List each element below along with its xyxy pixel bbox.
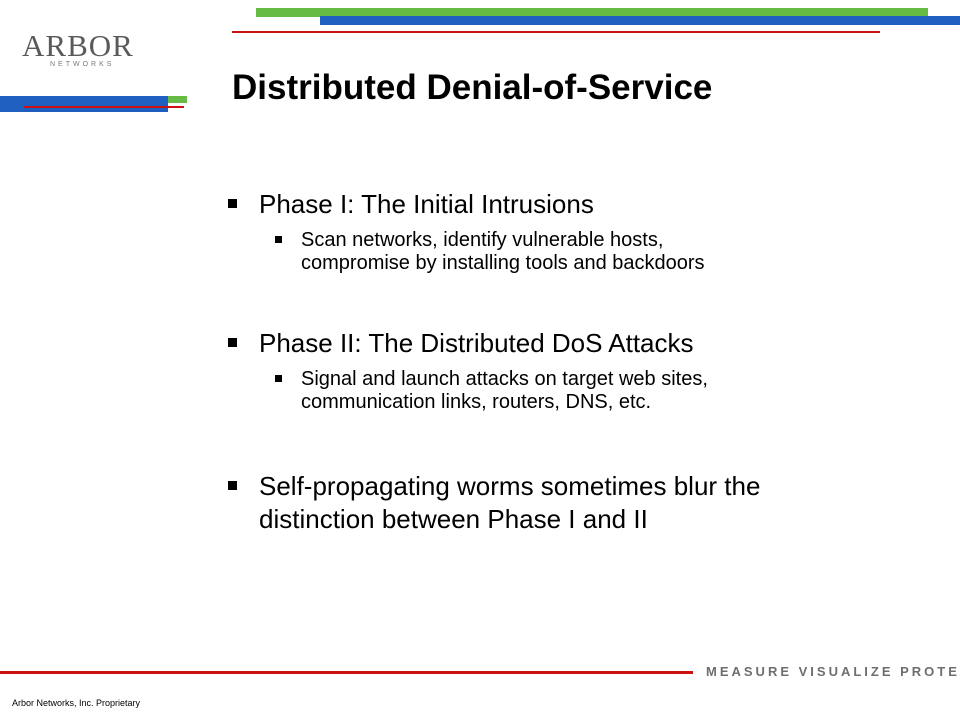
sub-bullet-line: communication links, routers, DNS, etc. [301,391,652,413]
top-red-line [232,31,880,33]
tagline: MEASURE VISUALIZE PROTECT [706,664,960,679]
bullet-text: Self-propagating worms sometimes blur th… [259,470,760,536]
square-bullet-icon [228,481,237,490]
top-green-bar [256,8,928,17]
square-bullet-icon [275,236,282,243]
bullet-text: Phase I: The Initial Intrusions [259,189,594,219]
left-blue-bar [0,96,168,112]
footer-red-line [0,671,693,674]
square-bullet-icon [228,199,237,208]
logo-subtext: NETWORKS [50,61,115,68]
square-bullet-icon [275,375,282,382]
slide-title: Distributed Denial-of-Service [232,68,713,107]
sub-bullet-line: compromise by installing tools and backd… [301,252,705,274]
bullet-line: Self-propagating worms sometimes blur th… [259,471,761,501]
sub-bullet-text: Scan networks, identify vulnerable hosts… [301,229,705,275]
left-red-line [24,106,184,108]
sub-bullet-text: Signal and launch attacks on target web … [301,368,708,414]
bullet-text: Phase II: The Distributed DoS Attacks [259,328,694,358]
logo-wordmark: ARBOR [22,28,134,63]
footer-proprietary-text: Arbor Networks, Inc. Proprietary [12,698,141,708]
top-blue-bar [320,16,960,25]
bullet-line: distinction between Phase I and II [259,504,648,534]
arbor-networks-logo: ARBOR NETWORKS [22,28,134,70]
sub-bullet-line: Signal and launch attacks on target web … [301,368,708,390]
square-bullet-icon [228,338,237,347]
sub-bullet-line: Scan networks, identify vulnerable hosts… [301,229,664,251]
